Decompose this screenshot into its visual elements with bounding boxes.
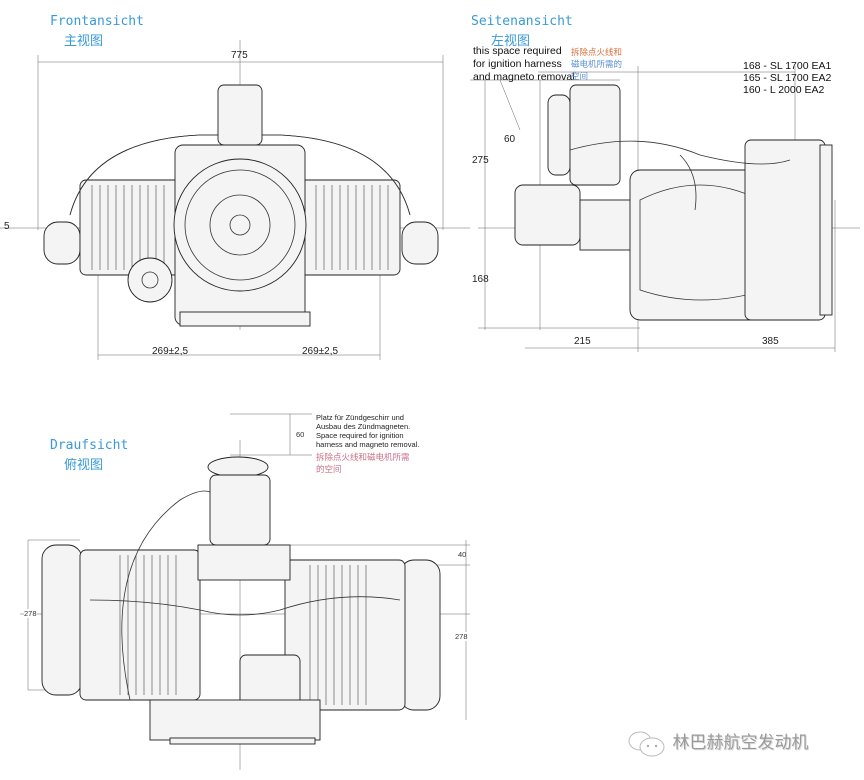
- side-clearance-dim: 60: [504, 134, 516, 145]
- note-line: 拆除点火线和磁电机所需: [316, 453, 410, 463]
- side-space-note-cn: 拆除点火线和 磁电机所需的 空间: [571, 47, 622, 83]
- top-right-width-dim: 278: [455, 632, 468, 641]
- front-view-title-cn: 主视图: [64, 34, 104, 49]
- top-offset-dim: 40: [458, 550, 467, 559]
- front-view-title: Frontansicht: [50, 14, 144, 29]
- note-line: Ausbau des Zündmagneten.: [316, 422, 411, 431]
- front-view-drawing: [0, 40, 470, 360]
- variant-item: 168 - SL 1700 EA1: [743, 60, 832, 72]
- engine-variants: 168 - SL 1700 EA1 165 - SL 1700 EA2 160 …: [743, 60, 831, 96]
- front-right-half-dim: 269±2,5: [302, 346, 339, 357]
- note-line: Space required for ignition: [316, 431, 404, 440]
- side-view-title-cn: 左视图: [491, 34, 531, 49]
- front-width-dim: 775: [231, 50, 248, 61]
- watermark: 林巴赫航空发动机: [626, 728, 808, 759]
- variant-item: 160 - L 2000 EA2: [743, 84, 825, 96]
- front-left-half-dim: 269±2,5: [152, 346, 189, 357]
- note-line: 的空间: [316, 465, 342, 475]
- note-line: 拆除点火线和: [571, 48, 623, 58]
- top-view-drawing: [20, 413, 470, 770]
- wechat-icon: [628, 731, 665, 757]
- note-line: this space required: [473, 45, 562, 57]
- note-line: 磁电机所需的: [571, 60, 623, 70]
- top-space-note: Platz für Zündgeschirr und Ausbau des Zü…: [316, 413, 419, 449]
- note-line: and magneto removal: [473, 71, 575, 83]
- side-front-length-dim: 215: [574, 336, 591, 347]
- variant-item: 165 - SL 1700 EA2: [743, 72, 832, 84]
- note-line: 空间: [571, 72, 589, 82]
- watermark-text: 林巴赫航空发动机: [672, 733, 809, 753]
- top-left-width-dim: 278: [24, 609, 37, 618]
- note-line: Platz für Zündgeschirr und: [316, 413, 404, 422]
- side-upper-height-dim: 275: [472, 155, 489, 166]
- side-view-drawing: [470, 66, 860, 352]
- front-offset-dim: 5: [4, 221, 10, 232]
- top-view-title-cn: 俯视图: [64, 458, 104, 473]
- side-rear-length-dim: 385: [762, 336, 779, 347]
- top-space-note-cn: 拆除点火线和磁电机所需 的空间: [316, 452, 410, 476]
- side-space-note: this space required for ignition harness…: [473, 45, 575, 84]
- top-clearance-dim: 60: [296, 430, 305, 439]
- note-line: for ignition harness: [473, 58, 562, 70]
- note-line: harness and magneto removal.: [316, 440, 420, 449]
- top-view-title: Draufsicht: [50, 438, 129, 453]
- side-view-title: Seitenansicht: [471, 14, 573, 29]
- side-lower-height-dim: 168: [472, 274, 489, 285]
